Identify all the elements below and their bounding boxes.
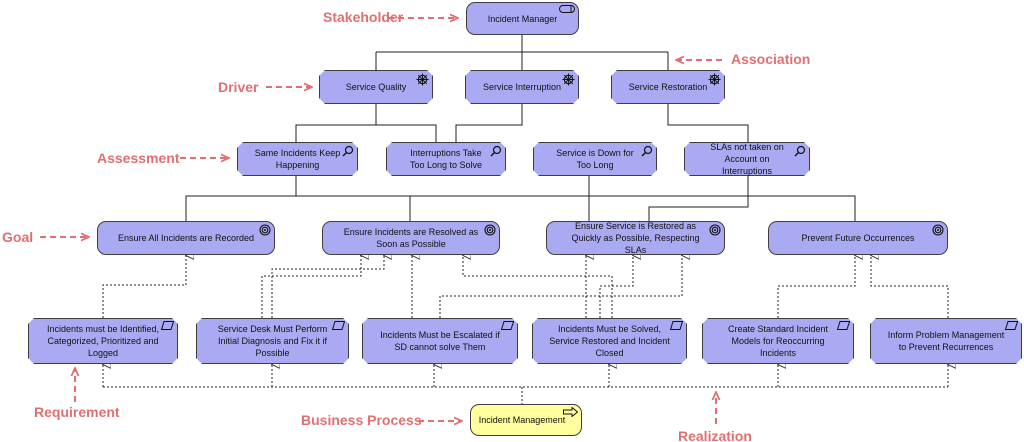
requirement-label: Incidents Must be Escalated if SD cannot… — [380, 330, 500, 352]
assessment-icon — [794, 145, 806, 157]
driver-node-service-restoration[interactable]: Service Restoration — [611, 70, 725, 104]
driver-label: Service Interruption — [482, 82, 562, 92]
goal-icon — [709, 224, 721, 236]
requirement-icon — [161, 321, 174, 330]
driver-icon — [416, 73, 429, 86]
requirement-label: Incidents Must be Solved, Service Restor… — [549, 324, 670, 358]
goal-node-prevent-future[interactable]: Prevent Future Occurrences — [768, 221, 948, 255]
requirement-icon — [501, 321, 514, 330]
association-lines — [185, 35, 856, 221]
goal-node-all-incidents-recorded[interactable]: Ensure All Incidents are Recorded — [97, 221, 275, 255]
requirement-node-initial-diagnosis[interactable]: Service Desk Must Perform Initial Diagno… — [196, 318, 349, 364]
requirement-icon — [670, 321, 683, 330]
assessment-node-slas-not-taken[interactable]: SLAs not taken on Account on Interruptio… — [684, 142, 810, 176]
association-line — [648, 176, 749, 221]
driver-icon — [708, 73, 721, 86]
realization-line — [463, 255, 613, 318]
business-process-node[interactable]: Incident Management — [470, 404, 582, 436]
assessment-node-interruptions-take-too-long[interactable]: Interruptions Take Too Long to Solve — [386, 142, 506, 176]
callout-association: Association — [731, 51, 811, 67]
goal-icon — [259, 224, 271, 236]
association-line — [185, 176, 856, 221]
requirement-label: Inform Problem Management to Prevent Rec… — [887, 330, 1005, 352]
assessment-node-service-down[interactable]: Service is Down for Too Long — [533, 142, 657, 176]
callout-arrows — [40, 18, 722, 424]
realization-line — [777, 255, 855, 318]
business-process-icon — [563, 407, 578, 417]
assessment-label: SLAs not taken on Account on Interruptio… — [710, 142, 784, 176]
driver-icon — [562, 73, 575, 86]
realization-line — [102, 255, 186, 318]
requirement-node-escalated[interactable]: Incidents Must be Escalated if SD cannot… — [362, 318, 518, 364]
requirement-node-inform-problem-management[interactable]: Inform Problem Management to Prevent Rec… — [870, 318, 1022, 364]
driver-label: Service Quality — [345, 82, 407, 92]
business-process-label: Incident Management — [478, 415, 566, 425]
assessment-label: Service is Down for Too Long — [556, 148, 634, 170]
driver-node-service-interruption[interactable]: Service Interruption — [465, 70, 579, 104]
realization-line — [871, 255, 949, 318]
requirement-icon — [332, 321, 345, 330]
stakeholder-node[interactable]: Incident Manager — [466, 2, 579, 35]
requirement-label: Incidents must be Identified, Categorize… — [46, 324, 160, 358]
goal-label: Ensure Incidents are Resolved as Soon as… — [343, 227, 479, 249]
assessment-icon — [490, 145, 502, 157]
goal-label: Ensure Service is Restored as Quickly as… — [571, 221, 700, 255]
callout-business-process: Business Process — [301, 412, 422, 428]
requirement-node-identified-logged[interactable]: Incidents must be Identified, Categorize… — [28, 318, 178, 364]
association-line — [455, 104, 523, 142]
callout-goal: Goal — [2, 229, 34, 245]
realization-line — [439, 255, 682, 318]
driver-node-service-quality[interactable]: Service Quality — [319, 70, 433, 104]
realization-line — [261, 255, 361, 318]
assessment-node-same-incidents[interactable]: Same Incidents Keep Happening — [237, 142, 358, 176]
requirement-node-solved-closed[interactable]: Incidents Must be Solved, Service Restor… — [532, 318, 687, 364]
association-line — [375, 35, 669, 70]
goal-label: Ensure All Incidents are Recorded — [117, 233, 255, 243]
requirement-icon — [1005, 321, 1018, 330]
stakeholder-label: Incident Manager — [487, 13, 558, 24]
goal-icon — [932, 224, 944, 236]
requirement-icon — [837, 321, 850, 330]
requirement-label: Create Standard Incident Models for Reoc… — [727, 324, 829, 358]
goal-node-service-restored[interactable]: Ensure Service is Restored as Quickly as… — [546, 221, 725, 255]
callout-requirement: Requirement — [34, 404, 120, 420]
callout-driver: Driver — [218, 79, 259, 95]
driver-label: Service Restoration — [628, 82, 708, 92]
callout-stakeholder: Stakeholder — [323, 9, 404, 25]
assessment-label: Same Incidents Keep Happening — [254, 148, 341, 170]
realization-lines — [103, 255, 948, 404]
goal-label: Prevent Future Occurrences — [801, 233, 915, 243]
goal-node-resolved-soon[interactable]: Ensure Incidents are Resolved as Soon as… — [322, 221, 500, 255]
assessment-icon — [641, 145, 653, 157]
requirement-label: Service Desk Must Perform Initial Diagno… — [217, 324, 328, 358]
association-line — [295, 104, 437, 142]
assessment-icon — [342, 145, 354, 157]
association-line — [667, 104, 749, 142]
goal-icon — [484, 224, 496, 236]
assessment-label: Interruptions Take Too Long to Solve — [409, 148, 483, 170]
realization-line — [271, 255, 384, 318]
realization-line — [599, 255, 633, 318]
stakeholder-icon — [559, 5, 575, 13]
callout-assessment: Assessment — [97, 150, 180, 166]
requirement-node-standard-models[interactable]: Create Standard Incident Models for Reoc… — [702, 318, 854, 364]
callout-realization: Realization — [678, 428, 752, 442]
